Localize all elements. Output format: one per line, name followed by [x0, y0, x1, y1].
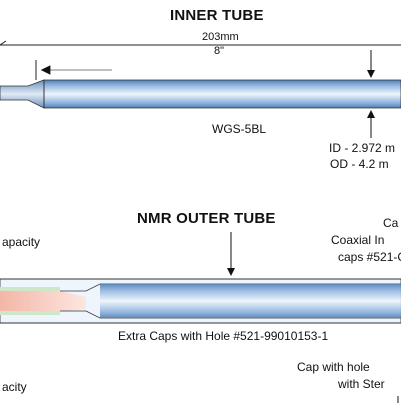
outer-tube-title: NMR OUTER TUBE	[137, 210, 276, 227]
cap-with-hole-line1: Cap with hole	[297, 360, 370, 374]
inner-tube	[0, 79, 401, 109]
inner-tube-id: ID - 2.972 m	[329, 141, 396, 155]
cap-note-line2: Coaxial In	[331, 233, 385, 247]
insertion-arrow	[35, 60, 112, 80]
extra-caps-label: Extra Caps with Hole #521-99010153-1	[118, 329, 329, 343]
inner-tube-length-in: 8"	[214, 45, 225, 57]
cap-note-line1: Ca	[383, 216, 399, 230]
inner-tube-title: INNER TUBE	[170, 7, 264, 24]
capacity-label-bottom: acity	[2, 380, 27, 394]
capacity-label-top: apacity	[2, 235, 41, 249]
inner-tube-length-mm: 203mm	[202, 31, 239, 43]
inner-tube-part-number: WGS-5BL	[212, 122, 267, 136]
cap-note-line3: caps #521-C	[338, 250, 401, 264]
cap-with-hole-line2: with Ster	[338, 377, 385, 391]
inner-tube-dimension-line	[0, 40, 401, 46]
inner-tube-od: OD - 4.2 m	[330, 157, 389, 171]
outer-tube	[0, 278, 401, 324]
